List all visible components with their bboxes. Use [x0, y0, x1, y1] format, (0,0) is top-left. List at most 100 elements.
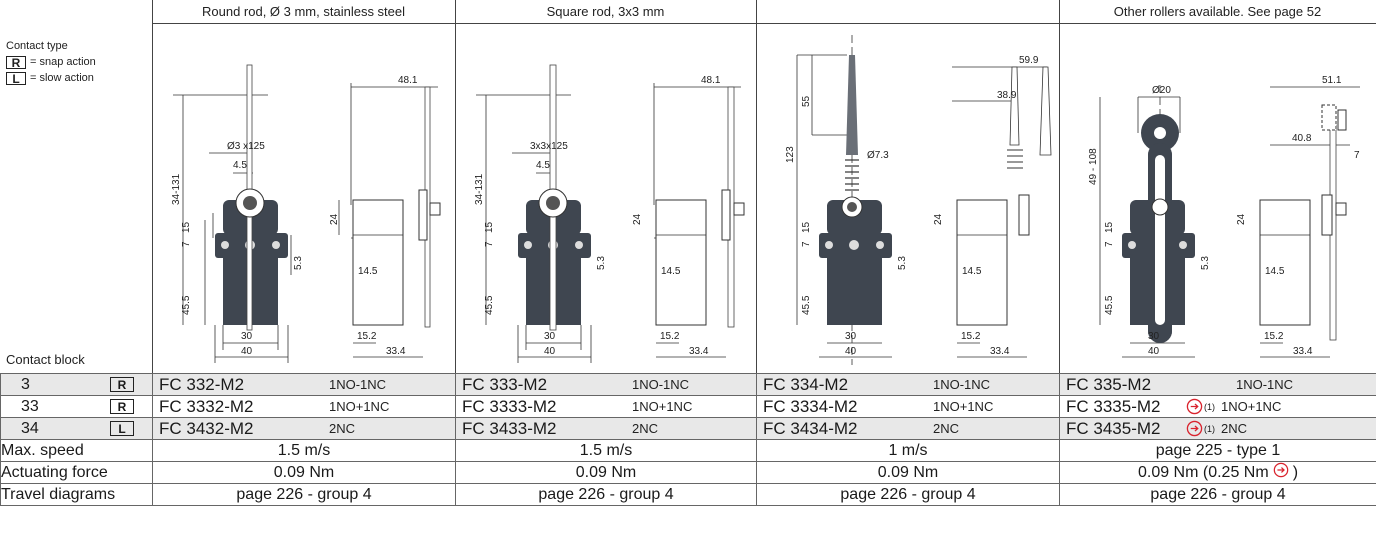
block-number: 34	[21, 419, 39, 437]
footnote-marker: (1)	[1204, 401, 1215, 412]
model-code: FC 3335-M2	[1066, 396, 1161, 416]
arrow-circle-icon	[1273, 462, 1289, 483]
legend-label: = snap action	[30, 56, 96, 68]
spec-value: 0.09 Nm	[756, 461, 1060, 484]
model-code: FC 3433-M2	[462, 418, 557, 438]
dim-label: 45.5	[801, 295, 812, 315]
header-round-rod: Round rod, Ø 3 mm, stainless steel	[152, 0, 455, 24]
type-code-box: R	[110, 399, 134, 414]
dim-label: 45.5	[181, 295, 192, 315]
spec-value: 0.09 Nm	[152, 461, 456, 484]
spec-value: 1.5 m/s	[152, 439, 456, 462]
block-number: 33	[21, 397, 39, 415]
dim-label: 33.4	[990, 346, 1010, 357]
dim-label: 45.5	[1104, 295, 1115, 315]
model-code: FC 334-M2	[763, 374, 849, 394]
dim-label: 40	[241, 346, 253, 357]
arrow-circle-icon: (1)	[1186, 420, 1215, 437]
drawing-round-rod: Ø3 x125 4.5 48.1 14.5 30 40 15.2 33.4 34…	[171, 64, 441, 363]
model-cell: FC 3435-M2(1)2NC	[1059, 417, 1376, 440]
dim-label: 4.5	[233, 160, 247, 171]
contact-block-label: Contact block	[6, 352, 85, 367]
contact-config: 2NC	[1221, 421, 1248, 436]
column-divider	[455, 0, 456, 373]
column-divider	[756, 0, 757, 373]
dim-label: 45.5	[484, 295, 495, 315]
dim-label: 14.5	[962, 266, 982, 277]
spec-value: page 226 - group 4	[756, 483, 1060, 506]
type-code-box: L	[110, 421, 134, 436]
dim-label: 30	[1148, 331, 1160, 342]
dim-label: 24	[329, 213, 340, 225]
dim-label: 5.3	[897, 256, 908, 270]
spec-value: 0.09 Nm (0.25 Nm	[1137, 463, 1269, 481]
dim-label: 51.1	[1322, 75, 1342, 86]
legend-title: Contact type	[6, 40, 68, 52]
spec-row-travel-diagrams: Travel diagrams page 226 - group 4 page …	[0, 483, 1376, 506]
spec-value-tail: )	[1292, 463, 1299, 481]
dim-label: 15.2	[660, 331, 680, 342]
dim-label: 33.4	[1293, 346, 1313, 357]
dim-label: 7	[1354, 150, 1360, 161]
model-code: FC 3334-M2	[763, 396, 858, 416]
model-code: FC 333-M2	[462, 374, 548, 394]
dim-label: 34-131	[171, 173, 182, 205]
drawing-spring-rod: Ø7.3 59.9 38.9 14.5 30 40 15.2 33.4 123 …	[785, 35, 1052, 365]
dim-label: 40.8	[1292, 133, 1312, 144]
dim-label: 40	[845, 346, 857, 357]
contact-config: 1NO-1NC	[933, 377, 991, 392]
header-square-rod: Square rod, 3x3 mm	[455, 0, 756, 24]
dim-label: 24	[1236, 213, 1247, 225]
spec-value: 1.5 m/s	[455, 439, 757, 462]
legend-label: = slow action	[30, 72, 94, 84]
spec-value: page 225 - type 1	[1059, 439, 1376, 462]
contact-config: 1NO-1NC	[1236, 377, 1294, 392]
header-other-rollers: Other rollers available. See page 52	[1059, 0, 1376, 24]
dim-label: 33.4	[689, 346, 709, 357]
contact-type-legend: Contact type R = snap action L = slow ac…	[6, 38, 96, 86]
dim-label: 7	[1104, 241, 1115, 247]
dim-label: 40	[544, 346, 556, 357]
contact-config: 1NO+1NC	[933, 399, 994, 414]
l-code-box: L	[6, 71, 26, 85]
dim-label: 15	[181, 221, 192, 233]
dim-label: 15.2	[1264, 331, 1284, 342]
spec-value-cell: 0.09 Nm (0.25 Nm)	[1059, 461, 1376, 484]
drawing-square-rod: 3x3x125 4.5 48.1 14.5 30 40 15.2 33.4 34…	[474, 64, 745, 363]
spec-value: 0.09 Nm	[455, 461, 757, 484]
dim-label: 14.5	[1265, 266, 1285, 277]
dim-label: 123	[785, 146, 796, 163]
model-cell: FC 335-M2 1NO-1NC	[1059, 373, 1376, 396]
contact-block-cell: 34 L	[0, 417, 153, 440]
model-code: FC 3333-M2	[462, 396, 557, 416]
dim-label: 30	[544, 331, 556, 342]
dim-label: 15	[1104, 221, 1115, 233]
dim-label: 5.3	[1200, 256, 1211, 270]
legend-item-r: R = snap action	[6, 54, 96, 70]
spec-label: Actuating force	[0, 461, 153, 484]
dim-label: 7	[181, 241, 192, 247]
model-cell: FC 332-M2 1NO-1NC	[152, 373, 456, 396]
spec-row-actuating-force: Actuating force 0.09 Nm 0.09 Nm 0.09 Nm …	[0, 461, 1376, 484]
dim-label: 30	[241, 331, 253, 342]
model-code: FC 3434-M2	[763, 418, 858, 438]
model-code: FC 3432-M2	[159, 418, 254, 438]
header-spring-rod	[756, 0, 1059, 24]
model-code: FC 332-M2	[159, 374, 245, 394]
dim-label: 7	[801, 241, 812, 247]
column-divider	[1059, 0, 1060, 373]
spec-row-max-speed: Max. speed 1.5 m/s 1.5 m/s 1 m/s page 22…	[0, 439, 1376, 462]
dim-label: 40	[1148, 346, 1160, 357]
model-code: FC 335-M2	[1066, 374, 1152, 394]
spec-label: Max. speed	[0, 439, 153, 462]
dim-label: 15.2	[961, 331, 981, 342]
dim-label: 24	[933, 213, 944, 225]
model-cell: FC 334-M2 1NO-1NC	[756, 373, 1060, 396]
dim-label: 30	[845, 331, 857, 342]
contact-config: 1NO-1NC	[329, 377, 387, 392]
